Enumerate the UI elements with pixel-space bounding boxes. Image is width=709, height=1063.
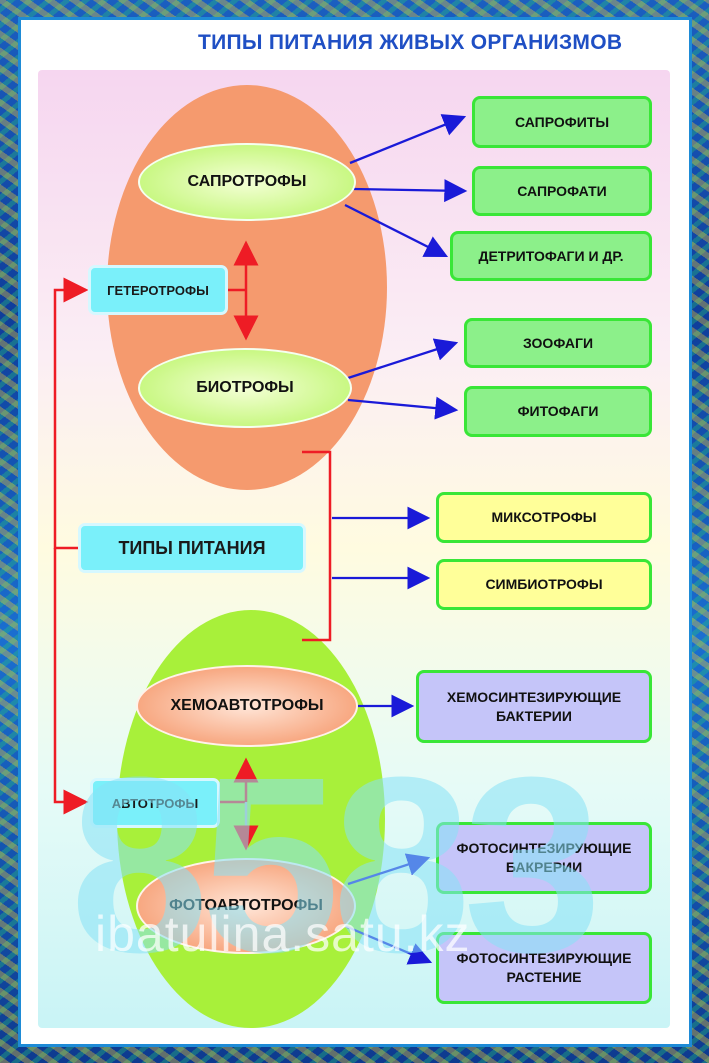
photo-item: ФОТОСИНТЕЗИРУЮЩИЕ БАКРЕРИИ: [436, 822, 652, 894]
photo-item: ФОТОСИНТЕЗИРУЮЩИЕ РАСТЕНИЕ: [436, 932, 652, 1004]
mixed-item: МИКСОТРОФЫ: [436, 492, 652, 543]
biotrophs-node: БИОТРОФЫ: [138, 348, 352, 428]
sapro-item: ДЕТРИТОФАГИ И ДР.: [450, 231, 652, 281]
chemo-item: ХЕМОСИНТЕЗИРУЮЩИЕ БАКТЕРИИ: [416, 670, 652, 743]
poster-title: ТИПЫ ПИТАНИЯ ЖИВЫХ ОРГАНИЗМОВ: [198, 31, 623, 54]
saprotrophs-node: САПРОТРОФЫ: [138, 143, 356, 221]
chemoautotrophs-node: ХЕМОАВТОТРОФЫ: [136, 665, 358, 747]
mixed-item: СИМБИОТРОФЫ: [436, 559, 652, 610]
sapro-item: САПРОФАТИ: [472, 166, 652, 216]
autotrophs-label: АВТОТРОФЫ: [90, 778, 220, 828]
root-label: ТИПЫ ПИТАНИЯ: [78, 523, 306, 573]
heterotrophs-label: ГЕТЕРОТРОФЫ: [88, 265, 228, 315]
bio-item: ФИТОФАГИ: [464, 386, 652, 437]
photoautotrophs-node: ФОТОАВТОТРОФЫ: [136, 858, 356, 954]
sapro-item: САПРОФИТЫ: [472, 96, 652, 148]
bio-item: ЗООФАГИ: [464, 318, 652, 368]
